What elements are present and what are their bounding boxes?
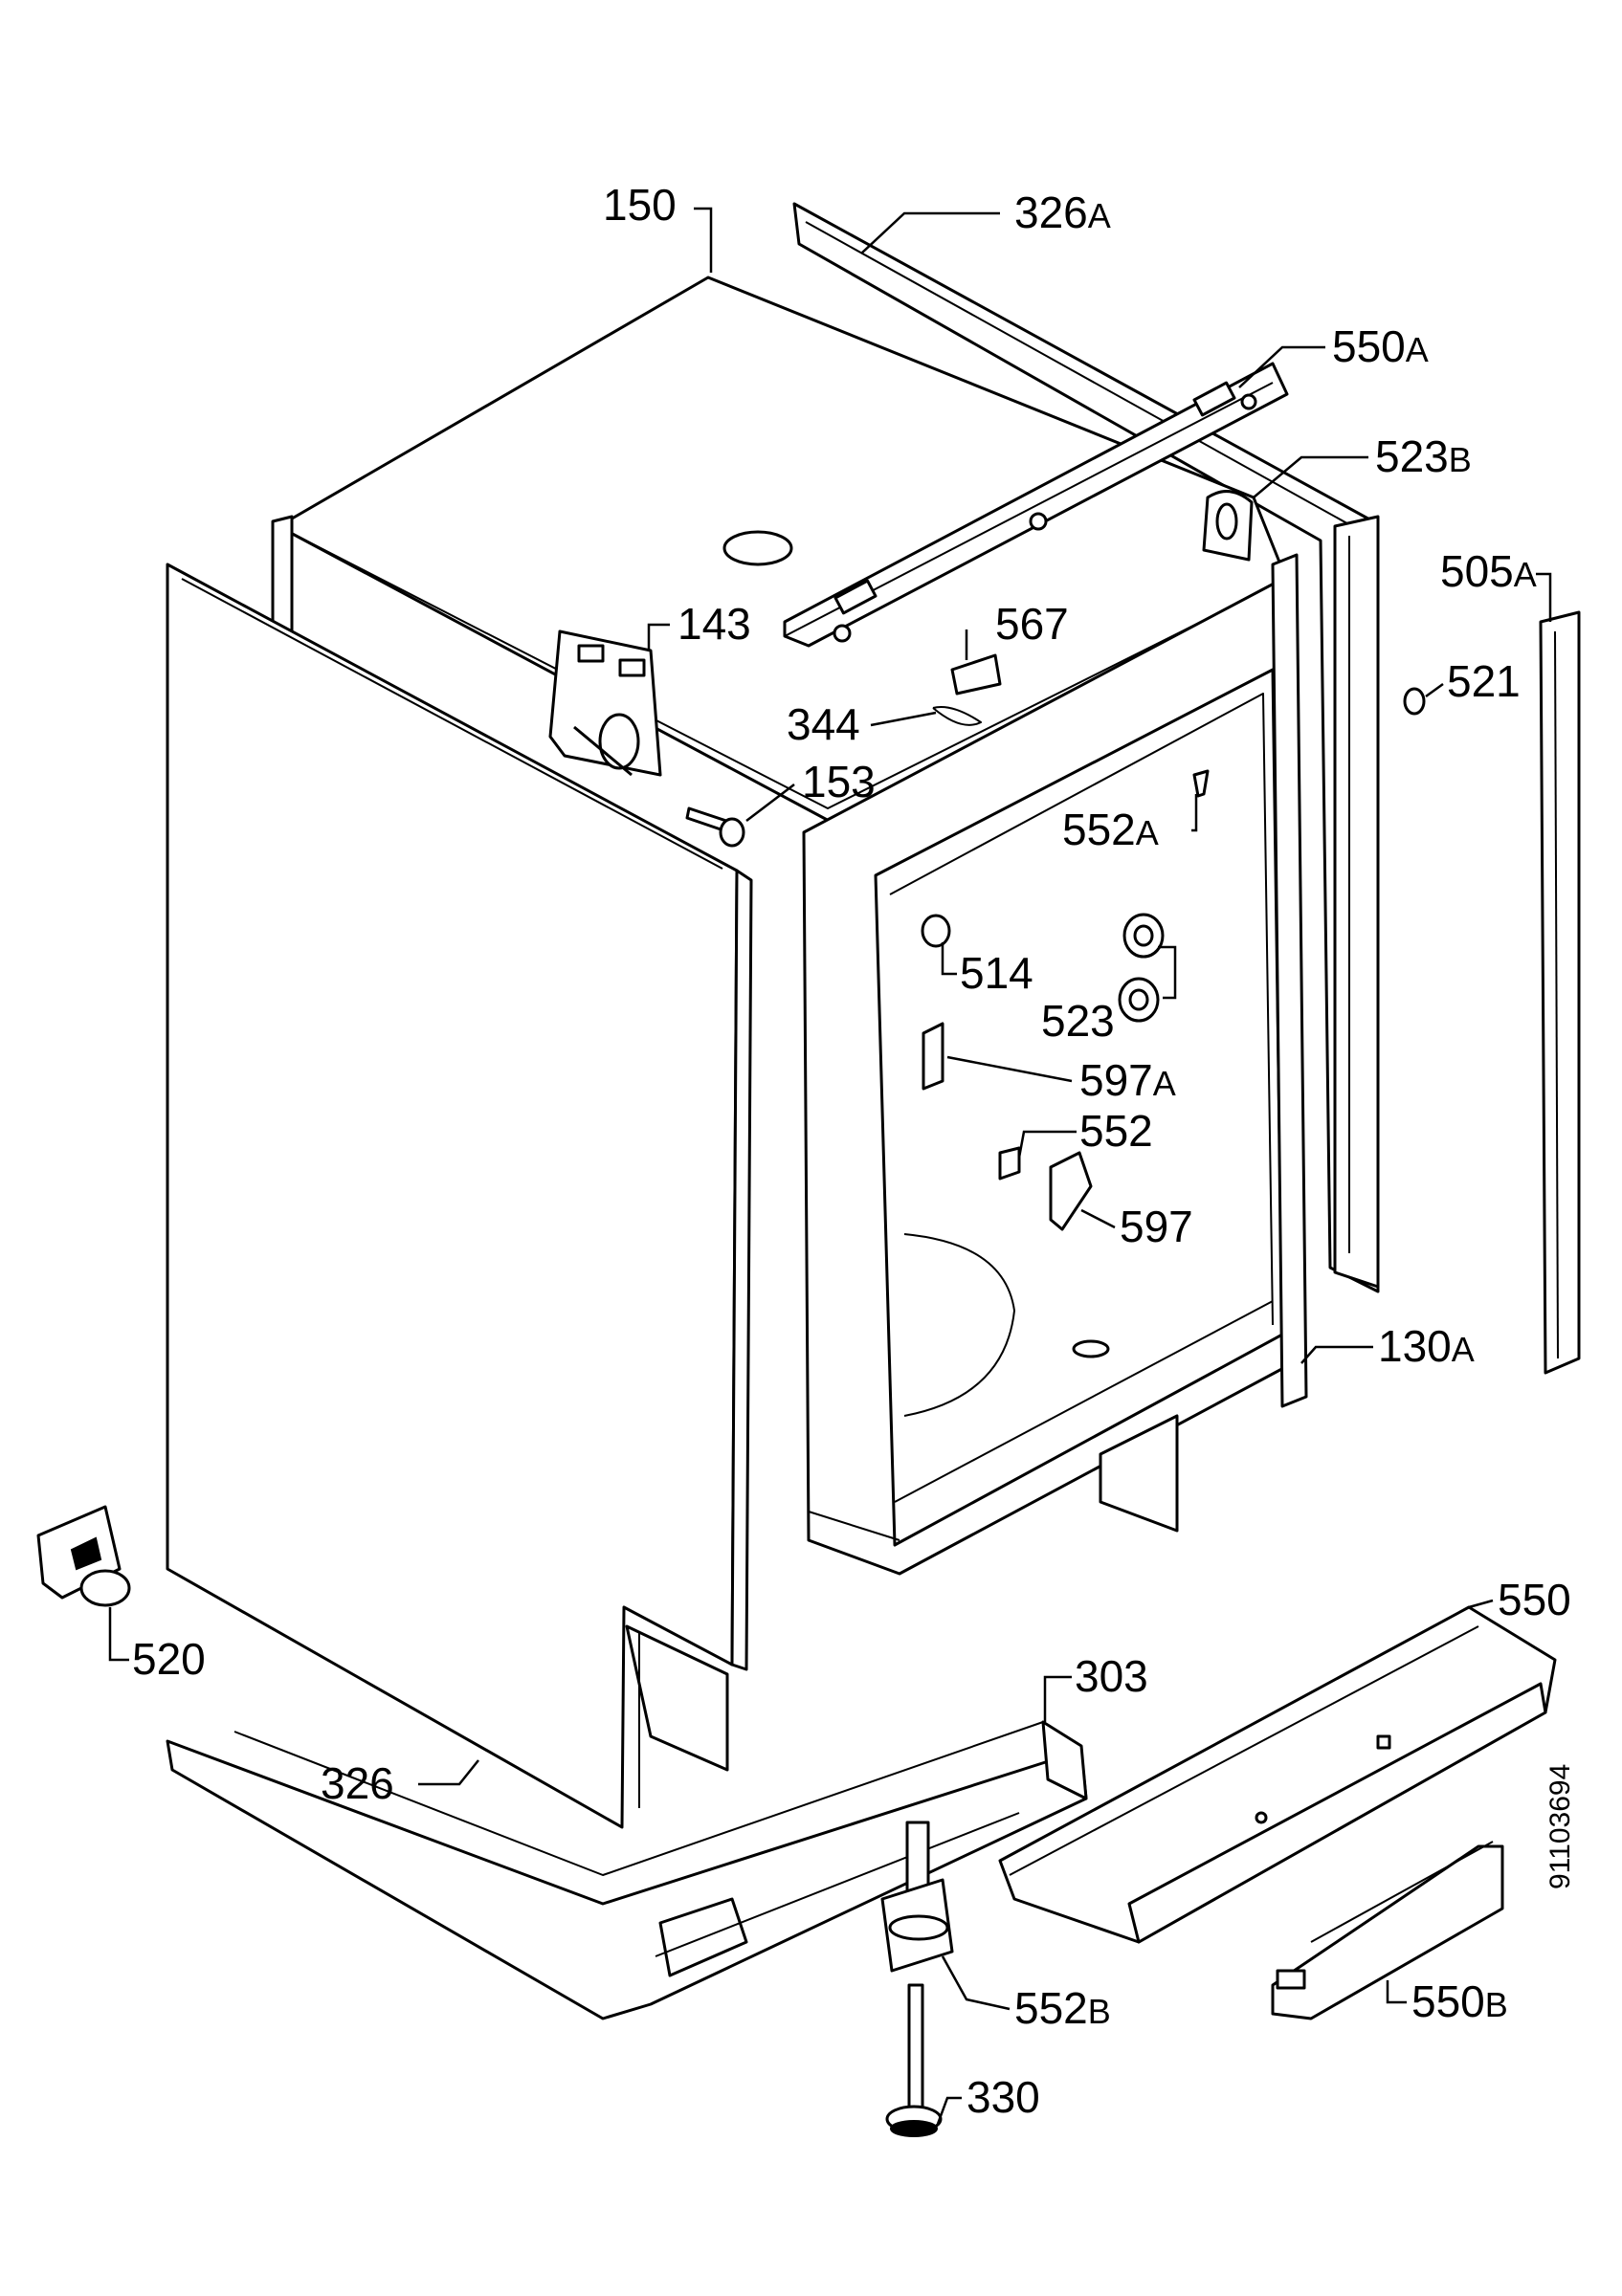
part-front-seal [1271,553,1308,1408]
callout-labels: 150 326A 550A 523B 505A 143 567 521 344 … [132,180,1571,2122]
callout-143: 143 [678,599,751,649]
part-597A [922,1022,944,1091]
part-344-spring [932,706,982,726]
callout-552A: 552A [1062,805,1159,854]
callout-514: 514 [960,948,1033,998]
callout-550: 550 [1498,1575,1571,1624]
part-right-frame [1333,515,1380,1289]
callout-567: 567 [995,599,1069,649]
callout-150: 150 [603,180,677,230]
callout-521: 521 [1447,656,1521,706]
callout-303: 303 [1075,1651,1148,1701]
part-567-clip [950,653,1002,695]
part-tub [802,572,1303,1576]
callout-130A: 130A [1378,1321,1475,1371]
part-screw-521 [1403,687,1426,716]
part-hinge-143 [548,629,662,777]
callout-326: 326 [321,1758,394,1808]
callout-597: 597 [1120,1202,1193,1251]
part-kickplate [998,1605,1557,1944]
part-base-frame [166,1720,1088,2020]
callout-552B: 552B [1014,1983,1111,2033]
callout-520: 520 [132,1634,206,1684]
callout-550A: 550A [1332,321,1429,371]
part-523-rollers [1118,913,1165,1023]
part-bracket-550B [1271,1841,1504,2020]
part-side-strip [1539,610,1581,1375]
part-514 [921,914,951,948]
part-552-clip [998,1146,1021,1181]
callout-523: 523 [1041,996,1115,1046]
callout-597A: 597A [1079,1055,1176,1105]
part-bolt-153 [685,806,745,848]
leader-lines [108,207,1552,2125]
part-front-door [166,563,753,1829]
callout-344: 344 [787,699,860,749]
part-latch-520 [36,1505,131,1607]
part-top-bracket [783,362,1289,648]
callout-552: 552 [1079,1106,1153,1156]
part-552A-screw [1192,769,1210,798]
callout-326A: 326A [1014,188,1111,237]
callout-153: 153 [802,757,876,806]
callout-330: 330 [967,2072,1040,2122]
callout-523B: 523B [1375,431,1472,481]
part-hinge-top [1202,490,1254,562]
callout-550B: 550B [1411,1976,1508,2026]
document-number: 91103694 [1544,1764,1576,1889]
part-foot-bracket [880,1821,954,1973]
part-foot-screw [885,1983,943,2137]
callout-505A: 505A [1440,546,1537,596]
part-597-clip [1049,1151,1093,1231]
